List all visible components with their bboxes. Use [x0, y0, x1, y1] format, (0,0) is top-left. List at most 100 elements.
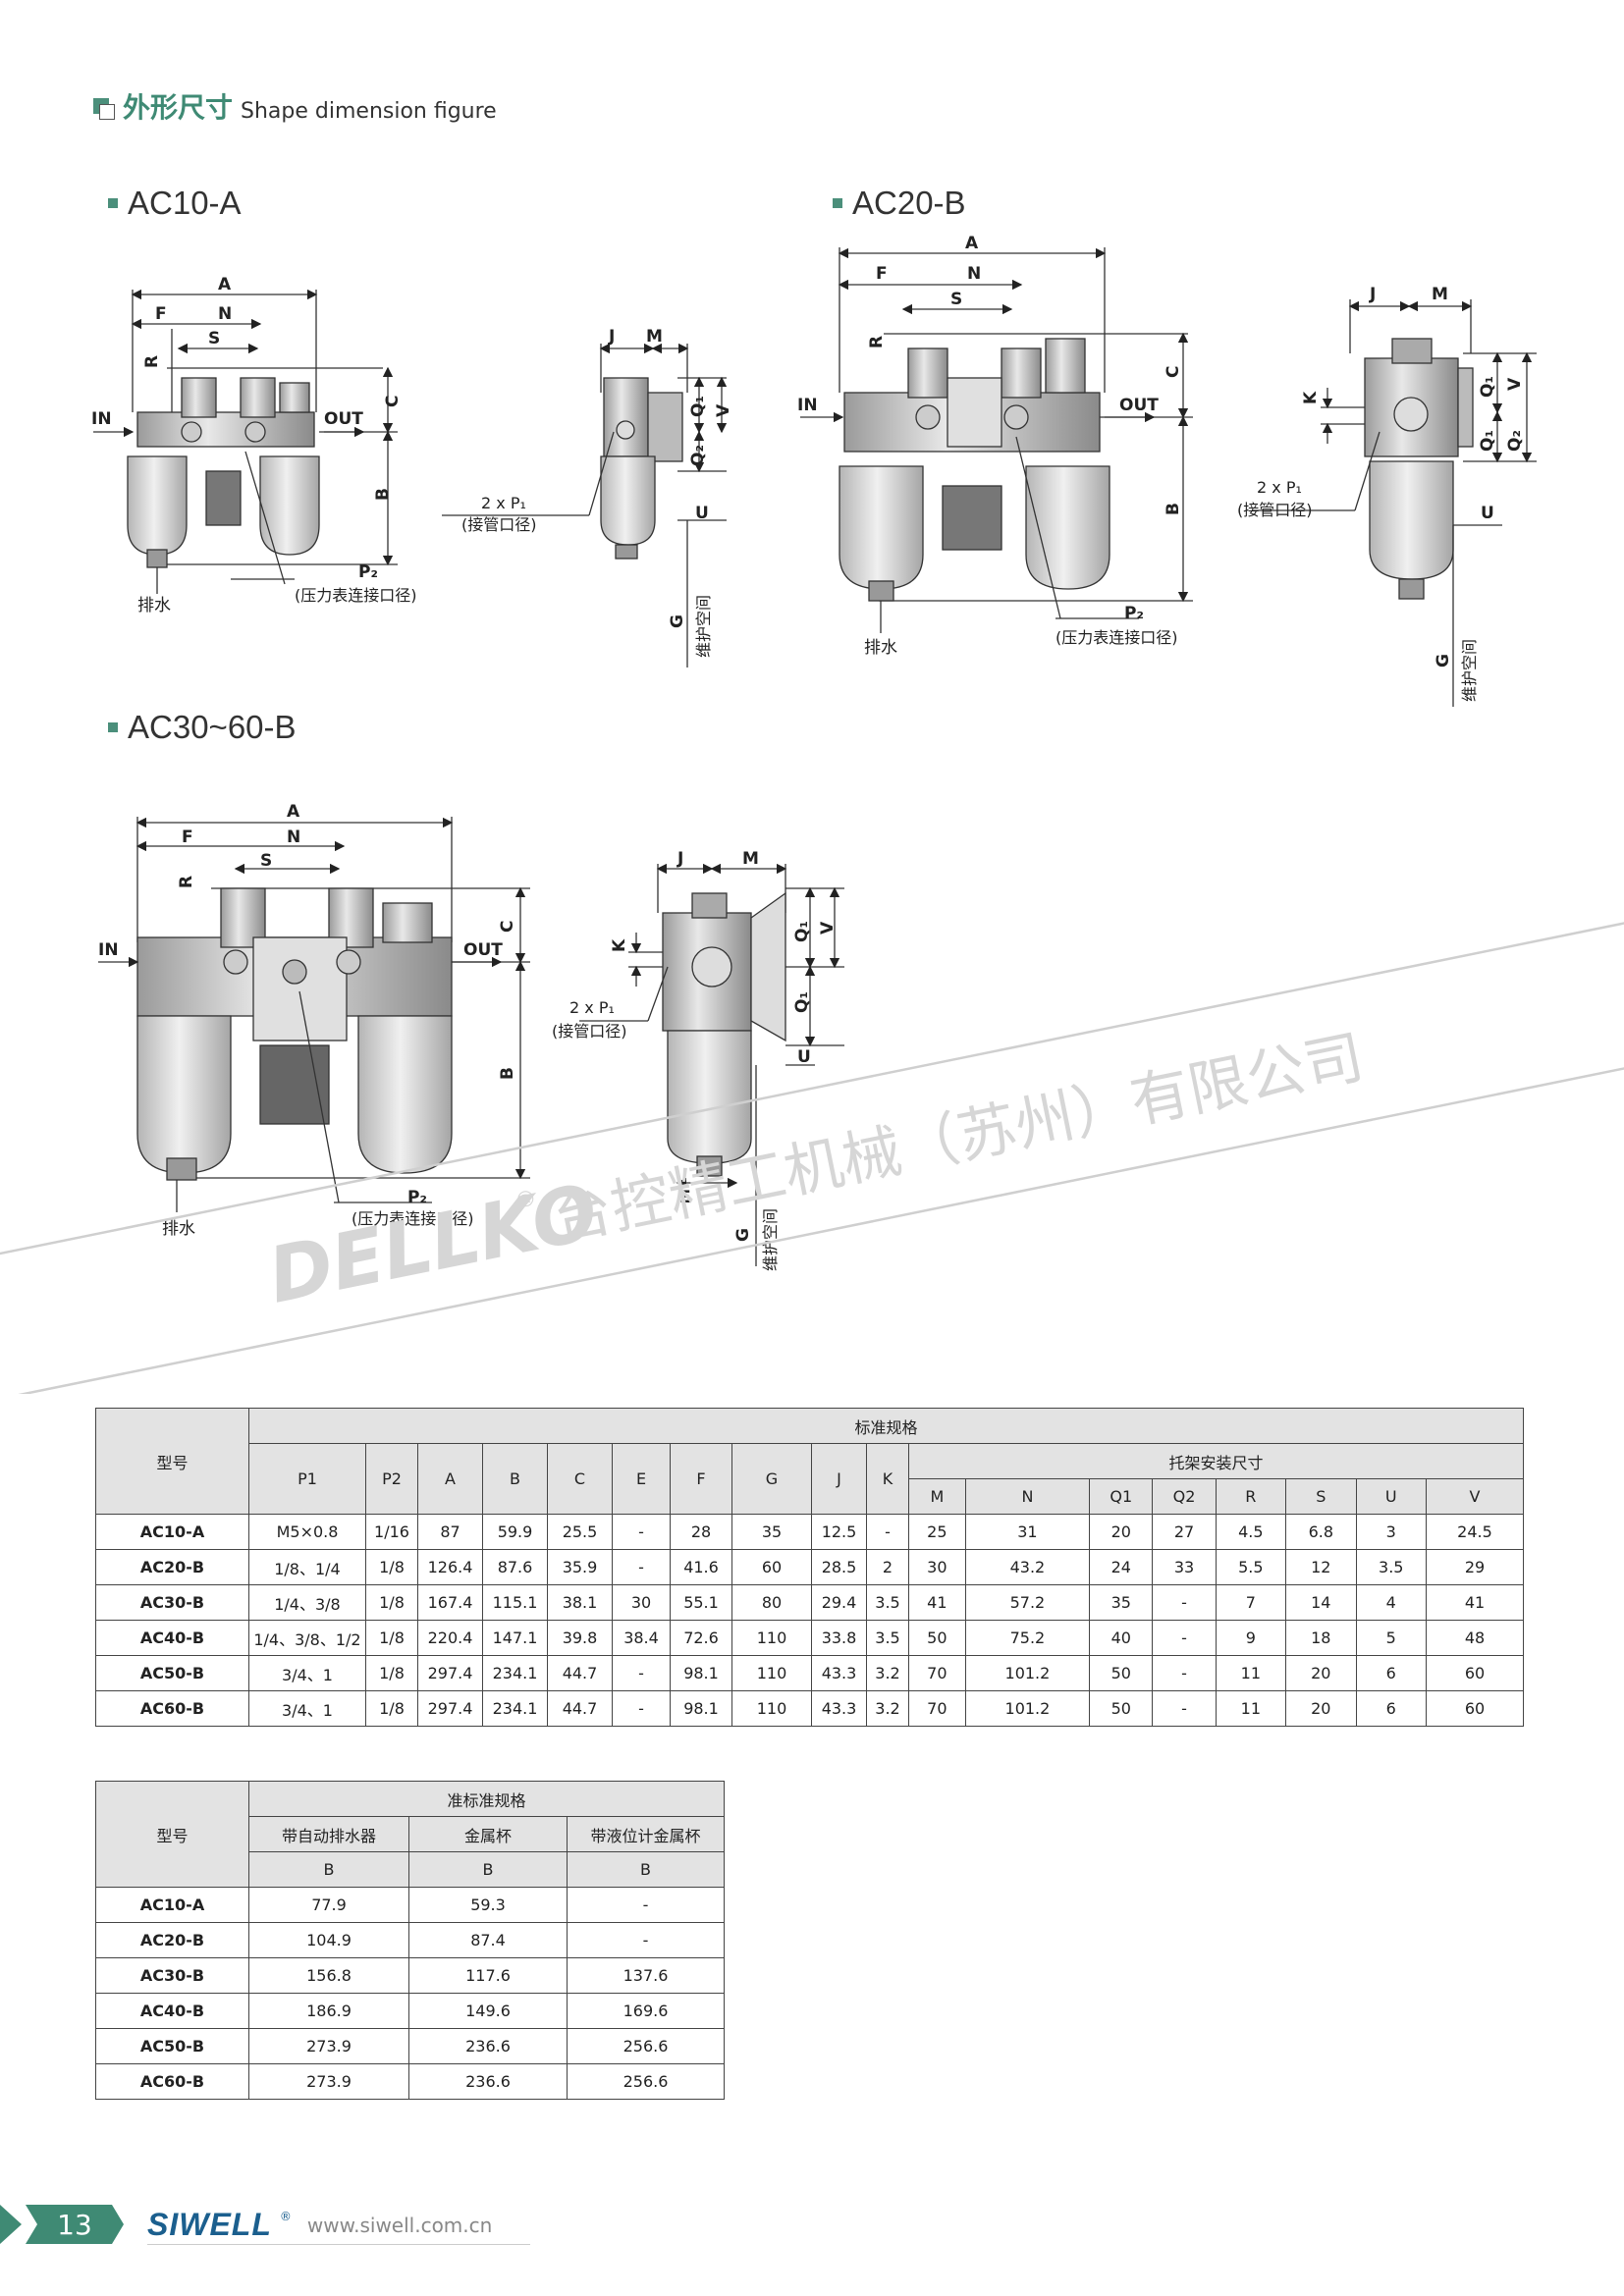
- bullet-square-icon: [833, 198, 842, 208]
- svg-text:N: N: [967, 264, 981, 284]
- table-cell: 41: [1425, 1584, 1525, 1621]
- model-cell: AC60-B: [95, 2063, 249, 2100]
- model-cell: AC30-B: [95, 1957, 249, 1994]
- ac20-side-view: [1252, 299, 1537, 707]
- svg-text:K: K: [610, 938, 629, 952]
- standard-spec-header: 标准规格: [248, 1408, 1524, 1444]
- table-cell: 101.2: [964, 1690, 1091, 1727]
- table-cell: 12.5: [811, 1514, 867, 1550]
- quasi-standard-table: 型号 准标准规格 带自动排水器 金属杯 带液位计金属杯 B B B AC10-A…: [95, 1781, 725, 2100]
- svg-text:Q₁: Q₁: [1478, 430, 1497, 452]
- table-cell: 41.6: [670, 1549, 732, 1585]
- ac30-p1-label: 2 x P₁: [569, 998, 615, 1017]
- table-cell: 236.6: [408, 2063, 568, 2100]
- table-cell: 28: [670, 1514, 732, 1550]
- ac10-drain-label: 排水: [137, 596, 171, 615]
- svg-text:F: F: [155, 304, 167, 324]
- table-cell: 39.8: [547, 1620, 613, 1656]
- svg-text:IN: IN: [98, 940, 119, 960]
- svg-text:Q₁: Q₁: [792, 921, 812, 942]
- table-cell: 273.9: [248, 2063, 409, 2100]
- table-cell: 20: [1285, 1655, 1357, 1691]
- table-cell: 297.4: [417, 1690, 483, 1727]
- svg-text:E: E: [679, 1188, 691, 1207]
- table-cell: 43.3: [811, 1690, 867, 1727]
- table-cell: 35.9: [547, 1549, 613, 1585]
- table-cell: 24.5: [1425, 1514, 1525, 1550]
- footer-url: www.siwell.com.cn: [306, 2213, 493, 2237]
- table-cell: 297.4: [417, 1655, 483, 1691]
- svg-text:A: A: [218, 275, 232, 294]
- table-cell: -: [1152, 1620, 1217, 1656]
- table-cell: 38.4: [612, 1620, 671, 1656]
- table-cell: 169.6: [567, 1993, 725, 2029]
- table-cell: 50: [1089, 1655, 1154, 1691]
- ac20-side-labels: J M Q₁ V Q₁ Q₂ K U G: [1301, 285, 1525, 667]
- footer-reg: ®: [279, 2209, 292, 2223]
- svg-text:R: R: [177, 876, 196, 888]
- table-cell: 110: [731, 1655, 812, 1691]
- table-cell: -: [567, 1922, 725, 1958]
- svg-text:P₂: P₂: [407, 1188, 427, 1207]
- svg-text:J: J: [677, 849, 683, 869]
- svg-text:M: M: [1432, 285, 1448, 304]
- svg-text:OUT: OUT: [1119, 396, 1159, 415]
- ac20-front-view: [800, 247, 1193, 633]
- table-cell: 1/8、1/4: [248, 1549, 366, 1585]
- table-cell: 117.6: [408, 1957, 568, 1994]
- svg-text:U: U: [797, 1047, 811, 1067]
- bullet-square-icon: [108, 722, 118, 732]
- table-cell: 126.4: [417, 1549, 483, 1585]
- standard-spec-table: 型号 标准规格 P1 P2 A B C E F G J K 托架安装尺寸 M N…: [95, 1408, 1525, 1727]
- svg-text:S: S: [208, 329, 220, 348]
- table-cell: 35: [731, 1514, 812, 1550]
- table-cell: 60: [1425, 1690, 1525, 1727]
- table-cell: -: [612, 1690, 671, 1727]
- table-cell: 30: [612, 1584, 671, 1621]
- table-cell: 101.2: [964, 1655, 1091, 1691]
- table-cell: 33.8: [811, 1620, 867, 1656]
- ac30-drain-label: 排水: [162, 1219, 195, 1239]
- model-cell: AC60-B: [95, 1690, 249, 1727]
- table-cell: 70: [908, 1655, 966, 1691]
- table-cell: 3/4、1: [248, 1690, 366, 1727]
- table-cell: 12: [1285, 1549, 1357, 1585]
- table-cell: 6: [1355, 1690, 1427, 1727]
- svg-text:A: A: [965, 234, 979, 253]
- table-cell: 6: [1355, 1655, 1427, 1691]
- svg-text:S: S: [950, 290, 962, 309]
- model-cell: AC10-A: [95, 1514, 249, 1550]
- table-cell: 9: [1215, 1620, 1287, 1656]
- footer-divider: [147, 2244, 530, 2245]
- table-cell: 6.8: [1285, 1514, 1357, 1550]
- table-cell: 40: [1089, 1620, 1154, 1656]
- table-cell: 70: [908, 1690, 966, 1727]
- model-cell: AC30-B: [95, 1584, 249, 1621]
- ac30-front-view: [98, 817, 530, 1212]
- page-footer: 13 SIWELL ® www.siwell.com.cn: [0, 2199, 550, 2248]
- ac20-drain-label: 排水: [864, 638, 897, 658]
- table-cell: 18: [1285, 1620, 1357, 1656]
- ac10-front-labels: A F N S R C B IN OUT P₂: [91, 275, 403, 582]
- ac20-p1-label: 2 x P₁: [1257, 478, 1302, 497]
- table-cell: 234.1: [482, 1655, 548, 1691]
- table-cell: 43.3: [811, 1655, 867, 1691]
- model-cell: AC40-B: [95, 1993, 249, 2029]
- ac10-p1-desc: (接管口径): [461, 515, 537, 534]
- svg-text:OUT: OUT: [324, 409, 363, 429]
- quasi-standard-header: 准标准规格: [248, 1781, 725, 1817]
- table-cell: 30: [908, 1549, 966, 1585]
- table-cell: 29.4: [811, 1584, 867, 1621]
- table-cell: 43.2: [964, 1549, 1091, 1585]
- svg-text:P₂: P₂: [358, 562, 378, 582]
- table-cell: 33: [1152, 1549, 1217, 1585]
- page-header: 外形尺寸 Shape dimension figure: [93, 86, 497, 126]
- svg-text:V: V: [714, 403, 733, 417]
- model-cell: AC20-B: [95, 1922, 249, 1958]
- table-cell: 41: [908, 1584, 966, 1621]
